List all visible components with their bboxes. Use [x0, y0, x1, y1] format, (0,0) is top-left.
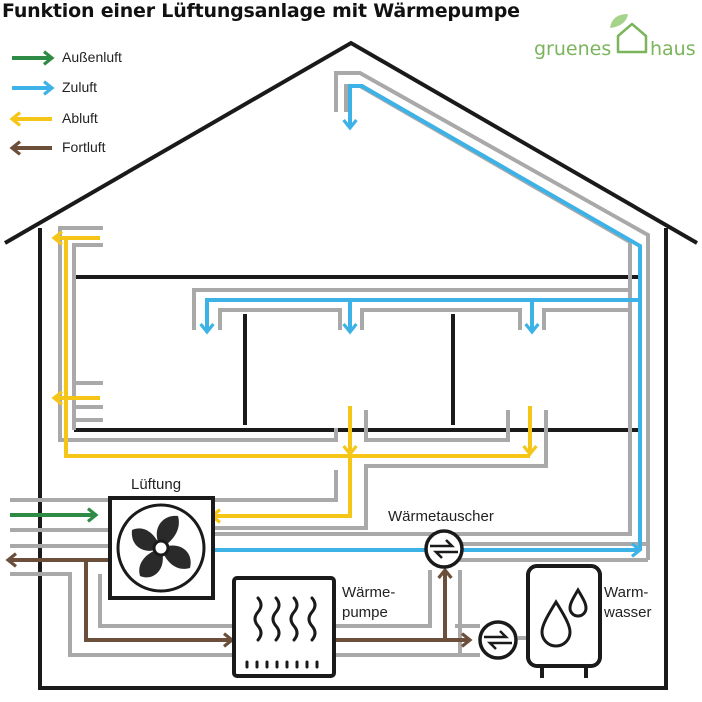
logo-text-right: haus [650, 38, 696, 60]
duct-outlines [10, 71, 650, 657]
legend-label-aussenluft: Außenluft [62, 49, 122, 65]
legend-label-abluft: Abluft [62, 110, 98, 126]
fortluft-flow [5, 552, 473, 648]
label-waermetauscher: Wärmetauscher [388, 508, 494, 525]
label-waermepumpe-line1: Wärme- [342, 584, 396, 601]
abluft-flow [51, 230, 538, 524]
legend-label-fortluft: Fortluft [62, 139, 106, 155]
label-lueftung: Lüftung [131, 476, 182, 493]
label-warmwasser-line2: wasser [604, 604, 652, 621]
page-title: Funktion einer Lüftungsanlage mit Wärmep… [2, 0, 520, 22]
heat-pump-icon [232, 576, 336, 678]
fan-icon [108, 496, 215, 600]
heat-exchanger-icon [424, 529, 464, 569]
water-tank-icon [526, 564, 602, 678]
logo-house-icon [610, 14, 648, 54]
legend-arrows [9, 50, 55, 156]
zuluft-flow [199, 84, 643, 558]
heat-exchanger-icon-secondary [478, 620, 518, 660]
logo-text-left: gruenes [534, 38, 612, 60]
label-warmwasser-line1: Warm- [604, 584, 649, 601]
water-drop-icon [540, 587, 588, 648]
legend-label-zuluft: Zuluft [62, 79, 98, 95]
label-waermepumpe-line2: pumpe [342, 604, 388, 621]
